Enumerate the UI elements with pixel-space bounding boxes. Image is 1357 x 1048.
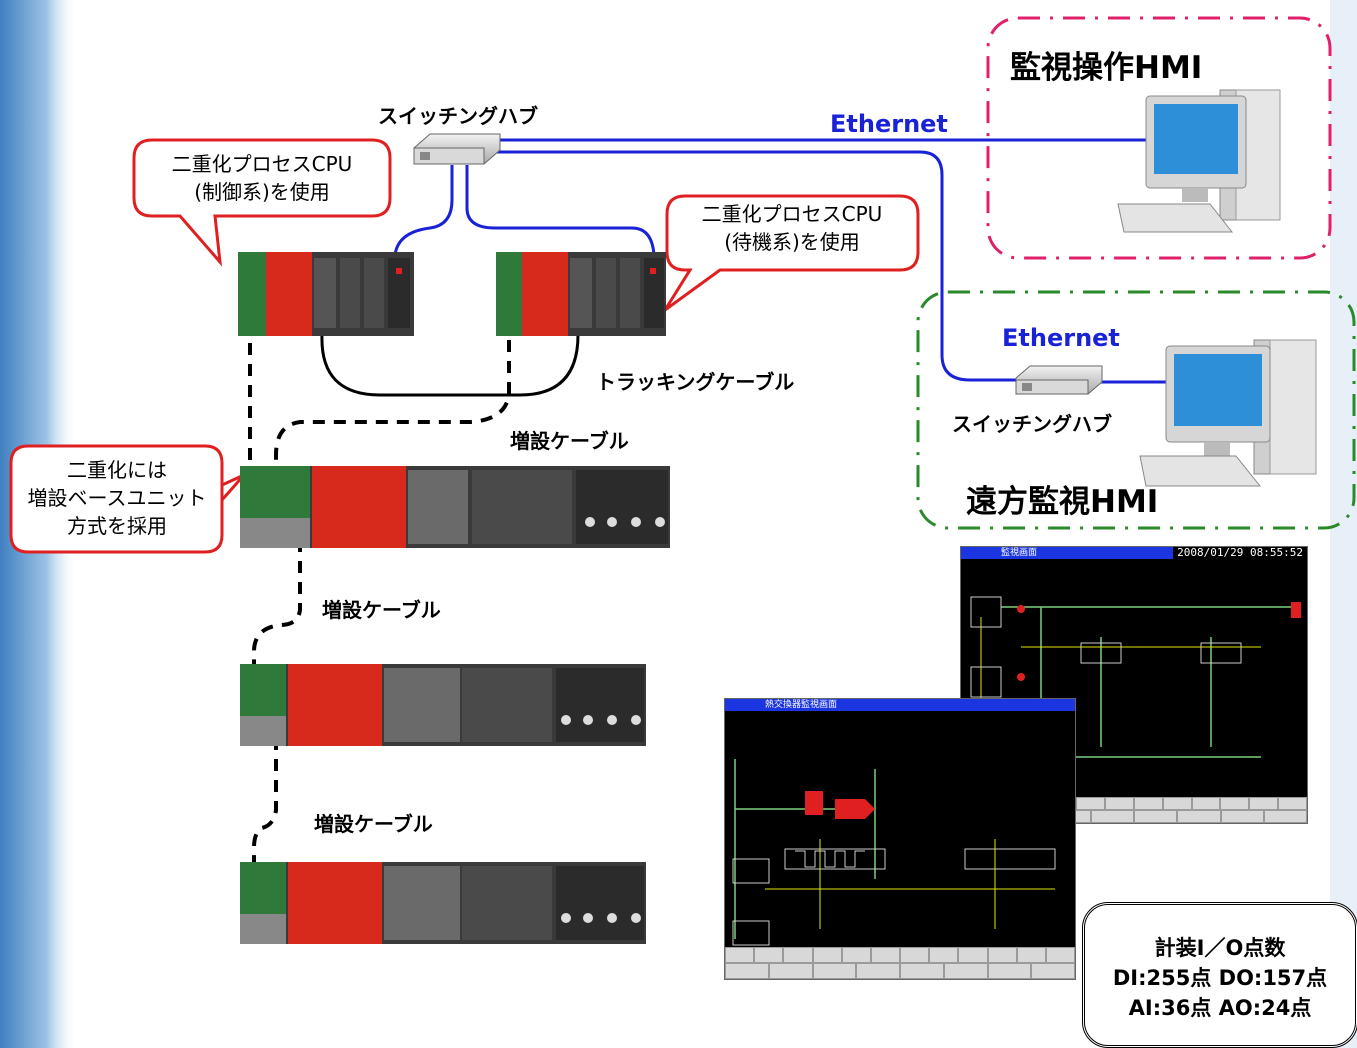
ethernet-label-remote: Ethernet [1002,324,1120,352]
plc-rack-standby-cpu [496,252,666,336]
callout-control-cpu-line2: (制御系)を使用 [194,180,330,204]
ethernet-label-top: Ethernet [830,110,948,138]
extension-cable-1b [274,340,511,475]
tracking-cable-label: トラッキングケーブル [596,370,795,394]
extension-cable-2 [252,540,302,670]
hub-label-top: スイッチングハブ [378,104,538,128]
plc-rack-extension-1 [240,466,670,548]
plc-rack-control-cpu [238,252,414,336]
extension-cable-label-3: 増設ケーブル [314,812,433,836]
remote-hmi-title: 遠方監視HMI [966,484,1159,520]
tracking-cable [320,334,580,397]
io-points-digital: DI:255点 DO:157点 [1112,966,1328,990]
plc-rack-extension-3 [240,862,646,944]
monitor-hmi-frame [986,16,1332,260]
screen-heat-exchanger-front: 熱交換器監視画面 [724,698,1076,980]
remote-hmi-pc-icon [1139,339,1317,487]
right-decorative-strip [1330,0,1357,1048]
io-points-analog: AI:36点 AO:24点 [1128,996,1312,1020]
screen-back-title: 監視画面 [961,547,1211,559]
hub-label-remote: スイッチングハブ [952,412,1112,436]
screen-front-buttons [725,947,1075,979]
switching-hub-remote [1015,365,1103,395]
callout-control-cpu-line1: 二重化プロセスCPU [171,152,353,176]
callout-extension-base-line2: 増設ベースユニット [27,486,207,510]
cpu2-ethernet-cable [465,165,656,256]
ethernet-line-remote [494,150,1018,382]
extension-cable-label-1: 増設ケーブル [510,429,629,453]
callout-control-cpu-bubble [132,138,392,267]
monitor-hmi-title: 監視操作HMI [1010,50,1203,86]
screen-back-clock: 2008/01/29 08:55:52 [1173,547,1307,559]
monitor-hmi-pc-icon [1117,89,1281,233]
io-points-title: 計装I／O点数 [1154,936,1286,960]
remote-hmi-frame [916,290,1356,530]
screen-front-diagram [732,759,1056,946]
callout-standby-cpu-line1: 二重化プロセスCPU [701,202,883,226]
io-points-box: 計装I／O点数 DI:255点 DO:157点 AI:36点 AO:24点 [1082,902,1357,1048]
switching-hub-top [413,133,501,165]
callout-standby-cpu-line2: (待機系)を使用 [724,230,860,254]
callout-standby-cpu-bubble [663,194,920,312]
callout-standby-cpu: 二重化プロセスCPU (待機系)を使用 [672,200,912,256]
extension-cable-label-2: 増設ケーブル [322,598,441,622]
callout-extension-base-line3: 方式を採用 [67,514,167,538]
plc-rack-extension-2 [240,664,646,746]
screen-front-title: 熱交換器監視画面 [725,699,1075,711]
callout-extension-base-line1: 二重化には [67,458,167,482]
callout-control-cpu: 二重化プロセスCPU (制御系)を使用 [140,150,384,206]
cpu1-ethernet-cable [393,165,454,256]
callout-extension-base: 二重化には 増設ベースユニット 方式を採用 [14,456,220,540]
extension-cable-3 [252,738,278,868]
